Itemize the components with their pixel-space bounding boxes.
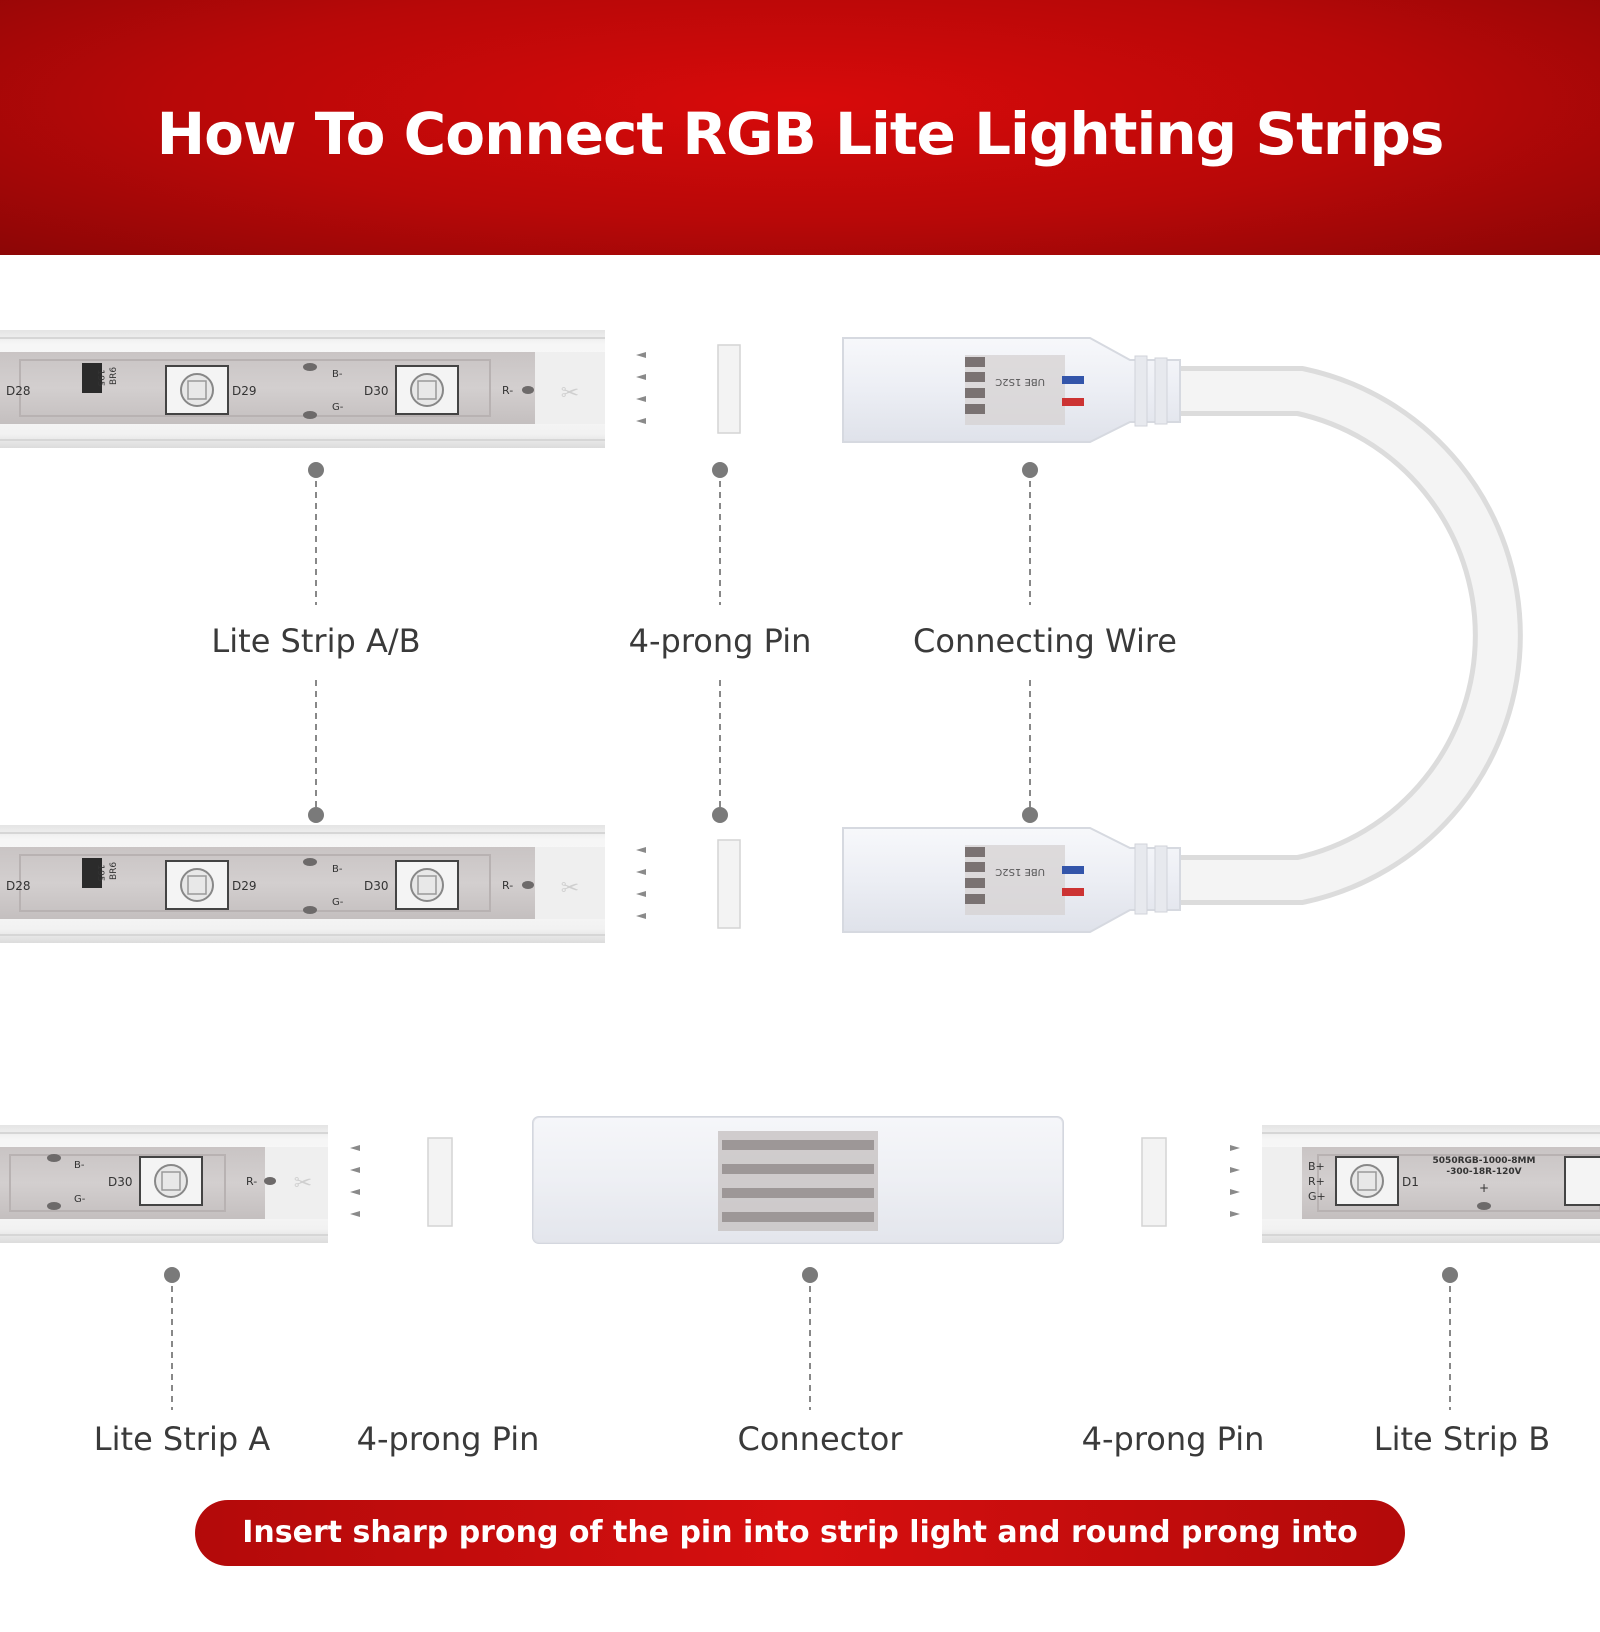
wire-marking-top: UBE 1S2C — [995, 376, 1045, 387]
label-connector: Connector — [737, 1420, 903, 1458]
leader-lines-bottom — [171, 1275, 1451, 1410]
pad-label-r-minus: R- — [502, 384, 513, 397]
lite-strip-top: 195 BR6 D28 D29 B- G- D30 R- ✂ — [0, 330, 605, 448]
label-lite-strip-b: Lite Strip B — [1373, 1420, 1551, 1458]
pad-label-g-plus: G+ — [1308, 1190, 1326, 1203]
label-4-prong-pin-left: 4-prong Pin — [356, 1420, 540, 1458]
lite-strip-middle: 195 BR6 D28 D29 B- G- D30 R- ✂ — [0, 825, 605, 943]
label-lite-strip-ab: Lite Strip A/B — [211, 622, 421, 660]
label-lite-strip-a: Lite Strip A — [93, 1420, 271, 1458]
four-prong-pin-left — [350, 1137, 506, 1227]
label-4-prong-pin-right: 4-prong Pin — [1081, 1420, 1265, 1458]
header-banner — [0, 0, 1600, 255]
pad-label-r-plus: R+ — [1308, 1175, 1325, 1188]
model-label-line2: -300-18R-120V — [1446, 1167, 1521, 1177]
led-label-d30: D30 — [364, 879, 389, 893]
led-label-d1: D1 — [1402, 1175, 1419, 1189]
led-label-d29: D29 — [232, 879, 257, 893]
strip-connector — [532, 1116, 1064, 1244]
pad-label-g-minus: G- — [74, 1194, 86, 1205]
lite-strip-b: B+ R+ G+ D1 5050RGB-1000-8MM -300-18R-12… — [1262, 1125, 1600, 1243]
wire-marking-bottom: UBE 1S2C — [995, 866, 1045, 877]
led-label-d28: D28 — [6, 384, 31, 398]
pad-label-r-minus: R- — [502, 879, 513, 892]
pad-label-b-minus: B- — [74, 1160, 85, 1171]
svg-text:✂: ✂ — [561, 381, 579, 406]
lite-strip-a: B- G- D30 R- ✂ — [0, 1125, 328, 1243]
svg-text:✂: ✂ — [294, 1171, 312, 1196]
connecting-wire: UBE 1S2C UBE 1S2C — [842, 337, 1523, 933]
pad-label-b-minus: B- — [332, 864, 343, 875]
br6-label: BR6 — [109, 367, 119, 385]
leader-dots-bottom — [164, 1267, 1458, 1283]
pad-label-g-minus: G- — [332, 897, 344, 908]
four-prong-pin-middle — [636, 839, 798, 929]
leader-lines-top — [315, 470, 1031, 813]
led-label-d28: D28 — [6, 879, 31, 893]
resistor-label: 195 — [95, 864, 105, 881]
led-label-d30: D30 — [108, 1175, 133, 1189]
instruction-banner: Insert sharp prong of the pin into strip… — [195, 1500, 1405, 1616]
led-label-d29: D29 — [232, 384, 257, 398]
led-label-d30: D30 — [364, 384, 389, 398]
label-connecting-wire: Connecting Wire — [913, 622, 1177, 660]
model-label-line1: 5050RGB-1000-8MM — [1433, 1156, 1536, 1166]
resistor-label: 195 — [95, 369, 105, 386]
four-prong-pin-right — [1083, 1137, 1240, 1227]
leader-dots-top — [308, 462, 1038, 823]
br6-label: BR6 — [109, 862, 119, 880]
label-4-prong-pin-top: 4-prong Pin — [628, 622, 812, 660]
four-prong-pin-top — [636, 344, 798, 434]
pad-label-r-minus: R- — [246, 1175, 257, 1188]
pad-label-g-minus: G- — [332, 402, 344, 413]
page-title: How To Connect RGB Lite Lighting Strips — [156, 100, 1445, 168]
pad-label-plus: + — [1479, 1181, 1489, 1195]
svg-text:✂: ✂ — [561, 876, 579, 901]
pad-label-b-minus: B- — [332, 369, 343, 380]
pad-label-b-plus: B+ — [1308, 1160, 1325, 1173]
